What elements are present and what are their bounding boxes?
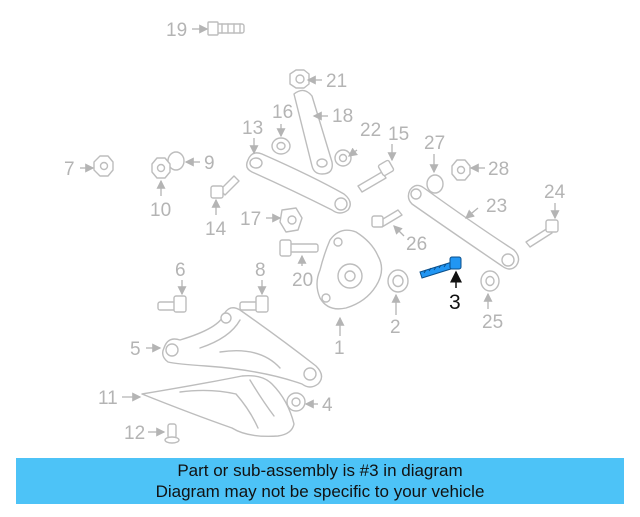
- callout-26: 26: [406, 234, 427, 255]
- callout-24: 24: [544, 182, 566, 203]
- part-21-nut: [289, 69, 310, 89]
- part-14-bolt: [210, 175, 240, 199]
- part-1-knuckle: [316, 229, 383, 310]
- callout-1: 1: [334, 338, 345, 359]
- part-5-lower-arm: [161, 307, 323, 388]
- callout-4: 4: [322, 395, 333, 416]
- callout-22: 22: [360, 120, 381, 141]
- banner-line-1: Part or sub-assembly is #3 in diagram: [177, 461, 463, 480]
- callout-28: 28: [488, 159, 509, 180]
- part-12-clip: [164, 423, 180, 444]
- banner-line-2: Diagram may not be specific to your vehi…: [155, 482, 485, 501]
- part-23-control-arm: [407, 184, 520, 270]
- info-banner: Part or sub-assembly is #3 in diagram Di…: [16, 458, 624, 504]
- callout-25: 25: [482, 312, 503, 333]
- part-10-nut: [151, 157, 171, 179]
- callout-20: 20: [292, 270, 313, 291]
- part-20-bolt: [279, 239, 319, 257]
- part-11-shield: [141, 374, 295, 438]
- callout-2: 2: [390, 317, 401, 338]
- part-7-nut: [93, 155, 114, 177]
- callout-10: 10: [150, 200, 171, 221]
- part-22-bushing: [334, 149, 352, 167]
- part-6-bolt: [157, 295, 187, 313]
- part-16-bushing: [271, 137, 291, 155]
- callout-7: 7: [64, 159, 75, 180]
- part-25-bushing: [480, 270, 500, 292]
- part-13-control-arm: [245, 152, 351, 214]
- part-19-bolt: [207, 21, 245, 36]
- part-18-link: [293, 89, 333, 175]
- callout-15: 15: [388, 124, 409, 145]
- leader-lines: [80, 24, 560, 437]
- part-27-ring: [426, 174, 444, 194]
- callout-27: 27: [424, 133, 445, 154]
- callout-9: 9: [204, 153, 215, 174]
- callout-18: 18: [332, 106, 353, 127]
- callout-8: 8: [255, 260, 266, 281]
- callout-3-highlighted: 3: [449, 291, 461, 314]
- part-28-nut: [451, 159, 471, 181]
- callout-21: 21: [326, 71, 347, 92]
- callout-12: 12: [124, 423, 145, 444]
- callout-13: 13: [242, 118, 263, 139]
- callout-17: 17: [240, 209, 261, 230]
- part-4-bushing: [286, 392, 306, 412]
- callout-23: 23: [486, 196, 507, 217]
- part-2-bushing: [387, 269, 409, 293]
- callout-19: 19: [166, 20, 187, 41]
- callout-11: 11: [98, 388, 118, 409]
- part-3-bolt-highlighted: [419, 256, 462, 279]
- part-8-bolt: [239, 295, 269, 313]
- callout-14: 14: [205, 219, 227, 240]
- part-17-bracket: [279, 207, 303, 233]
- callout-6: 6: [175, 260, 186, 281]
- callout-16: 16: [272, 102, 293, 123]
- part-15-bolt: [357, 159, 395, 193]
- callout-5: 5: [130, 339, 141, 360]
- part-26-bolt: [371, 209, 403, 228]
- callout-labels: 19 21 16 18 13 22 15 27 7 9 28 10 14 24 …: [64, 20, 566, 444]
- part-24-bolt: [525, 219, 559, 248]
